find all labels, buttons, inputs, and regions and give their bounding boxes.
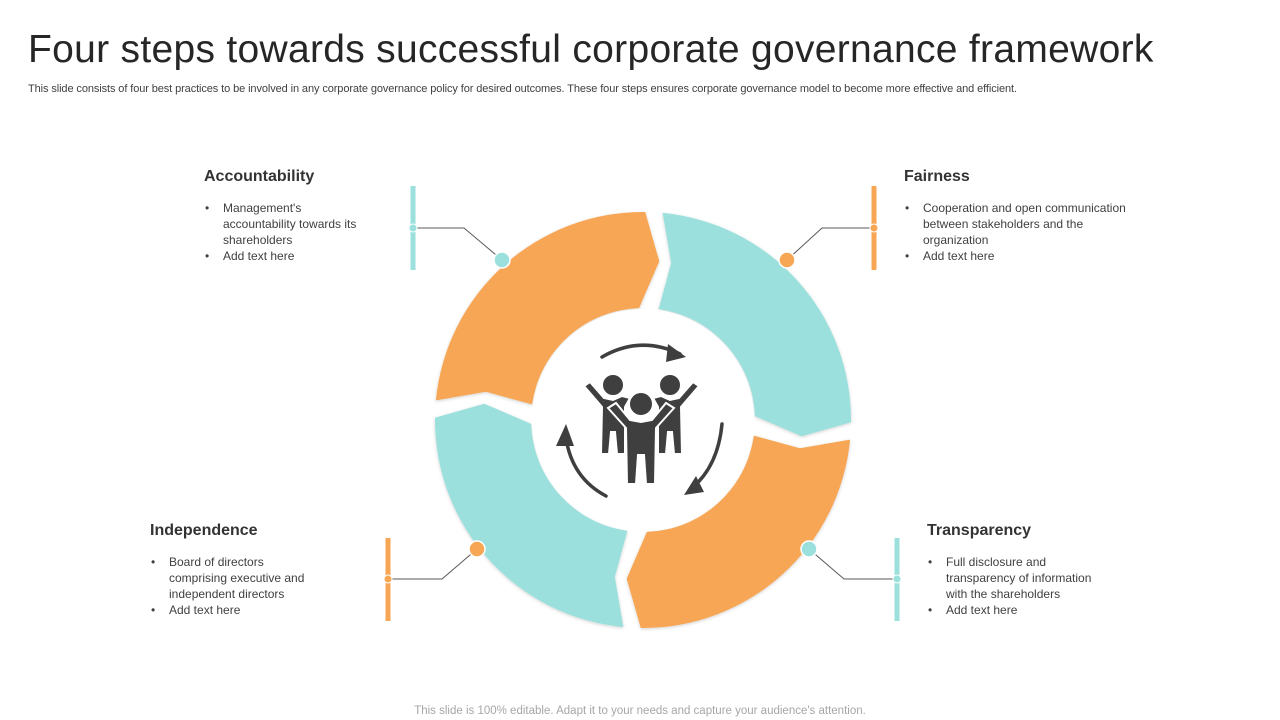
- step-transparency: Transparency Full disclosure and transpa…: [927, 522, 1157, 618]
- ring-marker-transparency: [800, 540, 818, 558]
- bullet-item: Add text here: [151, 602, 360, 618]
- step-bullets: Full disclosure and transparency of info…: [927, 554, 1157, 618]
- step-fairness: Fairness Cooperation and open communicat…: [904, 168, 1164, 264]
- slide-footer: This slide is 100% editable. Adapt it to…: [414, 705, 866, 717]
- people-group-with-cycle-arrows-icon: [556, 343, 724, 498]
- step-bullets: Board of directors comprising executive …: [150, 554, 360, 618]
- bar-marker-independence: [383, 574, 393, 584]
- ring-marker-independence: [468, 540, 486, 558]
- step-accountability: Accountability Management's accountabili…: [204, 168, 394, 264]
- bullet-item: Add text here: [205, 248, 394, 264]
- bar-marker-accountability: [408, 223, 418, 233]
- step-bullets: Cooperation and open communication betwe…: [904, 200, 1164, 264]
- connector-line-independence: [388, 548, 478, 580]
- ring-marker-fairness: [778, 251, 796, 269]
- connector-line-accountability: [413, 227, 503, 261]
- cycle-segment-fairness: [626, 435, 851, 629]
- step-title: Independence: [150, 522, 258, 539]
- slide-title: Four steps towards successful corporate …: [28, 28, 1154, 71]
- bullet-item: Cooperation and open communication betwe…: [905, 200, 1128, 248]
- arrowhead-icon: [684, 476, 704, 495]
- bullet-item: Management's accountability towards its …: [205, 200, 363, 248]
- step-title: Fairness: [904, 168, 970, 185]
- arrowhead-icon: [556, 424, 574, 446]
- step-bullets: Management's accountability towards its …: [204, 200, 394, 264]
- cycle-segment-independence: [435, 211, 660, 405]
- center-disc: [532, 309, 754, 531]
- step-independence: Independence Board of directors comprisi…: [150, 522, 360, 618]
- bullet-item: Add text here: [905, 248, 1164, 264]
- bullet-item: Full disclosure and transparency of info…: [928, 554, 1111, 602]
- connector-line-transparency: [808, 548, 897, 580]
- slide-subtitle: This slide consists of four best practic…: [28, 83, 1017, 95]
- step-title: Transparency: [927, 522, 1032, 539]
- step-title: Accountability: [204, 168, 315, 185]
- bullet-item: Board of directors comprising executive …: [151, 554, 324, 602]
- ring-marker-accountability: [493, 251, 511, 269]
- people-icon: [582, 373, 701, 485]
- bar-marker-fairness: [869, 223, 879, 233]
- cycle-segment-transparency: [434, 403, 628, 628]
- bullet-item: Add text here: [928, 602, 1157, 618]
- connector-line-fairness: [786, 227, 874, 261]
- cycle-segment-accountability: [658, 212, 852, 437]
- bar-marker-transparency: [892, 574, 902, 584]
- arrowhead-icon: [666, 344, 686, 362]
